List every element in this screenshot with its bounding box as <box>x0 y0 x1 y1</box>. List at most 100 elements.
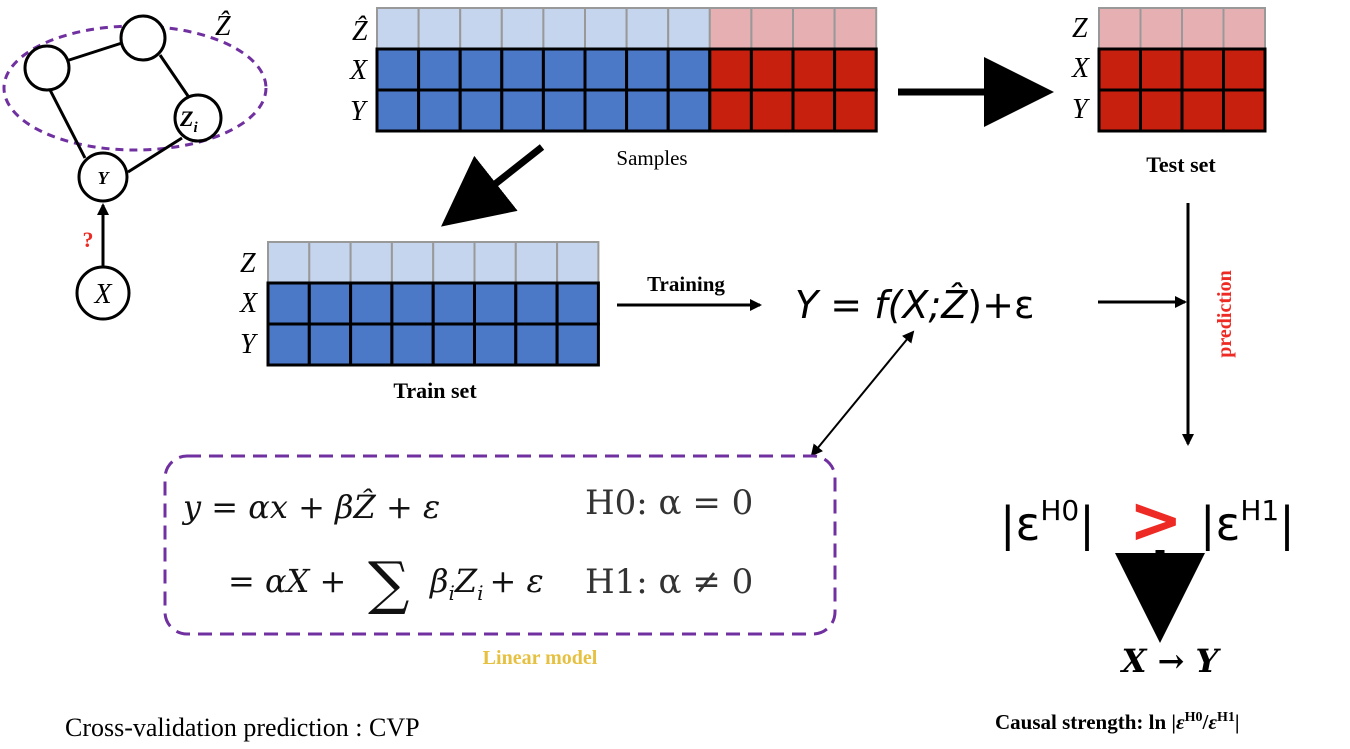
train-row-label: Y <box>240 329 259 360</box>
error-h0-sup: H0 <box>1040 494 1079 527</box>
svg-text:Causal strength: ln |εH0/εH1|: Causal strength: ln |εH0/εH1| <box>995 710 1240 734</box>
samples-cell-y <box>500 88 545 133</box>
train-row-label: X <box>239 288 258 319</box>
arrow-samples-to-train <box>441 144 545 227</box>
samples-cell-x <box>417 47 462 92</box>
test-cell-y <box>1180 88 1225 133</box>
samples-cell-y <box>583 88 629 133</box>
samples-cell-y <box>666 88 712 133</box>
train-cell-z <box>390 241 435 284</box>
error-comparison: |εH0| > |εH1| <box>1000 484 1295 558</box>
linear-eq-eps: + ε <box>490 562 544 600</box>
train-cell-z <box>514 241 559 284</box>
prediction-label: prediction <box>1214 270 1236 357</box>
graph-edge <box>62 40 126 64</box>
test-cell-y <box>1222 88 1267 133</box>
train-set-caption: Train set <box>393 378 477 403</box>
node-zi-subscript: i <box>193 120 198 136</box>
samples-cell-z <box>708 7 753 50</box>
train-cell-y <box>473 322 518 367</box>
train-cell-x <box>349 281 394 326</box>
linear-eq-z: Z <box>454 562 478 600</box>
causal-sup0: H0 <box>1185 710 1203 725</box>
error-h1-end: | <box>1279 497 1295 552</box>
samples-caption: Samples <box>616 146 687 170</box>
samples-cell-y <box>791 88 837 133</box>
train-cell-z <box>349 241 393 284</box>
samples-cell-y <box>541 88 587 133</box>
train-cell-y <box>266 322 311 367</box>
test-row-label: Z <box>1072 13 1088 44</box>
node-y-label: Y <box>98 168 111 188</box>
test-cell-y <box>1097 88 1142 133</box>
samples-row-label: Y <box>350 96 369 127</box>
causal-eps0: ε <box>1176 710 1185 734</box>
samples-cell-z <box>417 7 462 50</box>
test-row-label: X <box>1071 53 1090 84</box>
question-mark: ? <box>83 227 94 252</box>
test-cell-z <box>1222 7 1266 50</box>
footer-caption: Cross-validation prediction : CVP <box>65 713 420 742</box>
linear-eq-line2a: = αX + <box>228 562 346 600</box>
linear-eq-z-sub: i <box>477 581 483 605</box>
train-cell-y <box>307 322 353 367</box>
train-cell-z <box>432 241 476 284</box>
samples-cell-z <box>792 7 836 50</box>
samples-cell-x <box>458 47 504 92</box>
samples-cell-z <box>459 7 503 50</box>
samples-cell-x <box>625 47 670 92</box>
test-cell-x <box>1139 47 1184 92</box>
train-cell-x <box>514 281 559 326</box>
graph-edge <box>46 85 87 159</box>
train-cell-x <box>390 281 435 326</box>
samples-cell-x <box>708 47 753 92</box>
train-cell-x <box>307 281 353 326</box>
samples-cell-x <box>375 47 421 92</box>
test-set-table: Z X Y Test set <box>1071 7 1267 177</box>
samples-cell-y <box>749 88 795 133</box>
linear-eq-line1: y = αx + βẐ + ε <box>181 488 440 526</box>
causal-result: X → Y <box>1120 642 1222 680</box>
causal-end: | <box>1235 710 1240 734</box>
samples-cell-z <box>667 7 711 50</box>
train-cell-z <box>473 241 517 284</box>
z-hat-label: Ẑ <box>215 11 231 42</box>
samples-cell-y <box>458 88 504 133</box>
causal-sup1: H1 <box>1217 710 1235 725</box>
train-cell-x <box>555 281 600 326</box>
test-cell-y <box>1139 88 1184 133</box>
test-cell-z <box>1139 7 1183 50</box>
samples-cell-z <box>500 7 545 50</box>
train-cell-x <box>266 281 311 326</box>
train-cell-z <box>556 241 600 284</box>
samples-cell-z <box>833 7 878 50</box>
train-cell-y <box>431 322 477 367</box>
train-cell-y <box>349 322 394 367</box>
causal-eps1: ε <box>1208 710 1217 734</box>
samples-row-label: X <box>349 55 368 86</box>
causal-graph: Ẑ Zi Y X ? <box>2 11 268 321</box>
model-eq-rhs: )+ε <box>967 283 1034 327</box>
linear-model-border <box>163 454 837 636</box>
samples-cell-x <box>583 47 629 92</box>
samples-cell-x <box>666 47 712 92</box>
model-eq-lhs: Y = f(X; <box>795 283 941 327</box>
linear-eq-beta: β <box>429 562 449 600</box>
error-h0-base: |ε <box>1000 497 1040 552</box>
graph-edge <box>127 136 183 174</box>
test-cell-x <box>1097 47 1142 92</box>
model-equation: Y = f(X;Ẑ)+ε <box>795 283 1035 327</box>
train-cell-x <box>473 281 518 326</box>
linear-eq-beta-sub: i <box>449 581 455 605</box>
error-h1-sup: H1 <box>1240 494 1279 527</box>
hypothesis-h1: H1: α ≠ 0 <box>585 562 753 602</box>
svg-text:|εH1|: |εH1| <box>1200 494 1295 552</box>
test-cell-x <box>1222 47 1267 92</box>
samples-cell-y <box>833 88 878 133</box>
graph-node-zi <box>173 93 223 143</box>
svg-text:βiZi+ ε: βiZi+ ε <box>429 562 544 605</box>
graph-node-x <box>75 265 131 321</box>
train-cell-y <box>555 322 600 367</box>
samples-cell-x <box>833 47 878 92</box>
